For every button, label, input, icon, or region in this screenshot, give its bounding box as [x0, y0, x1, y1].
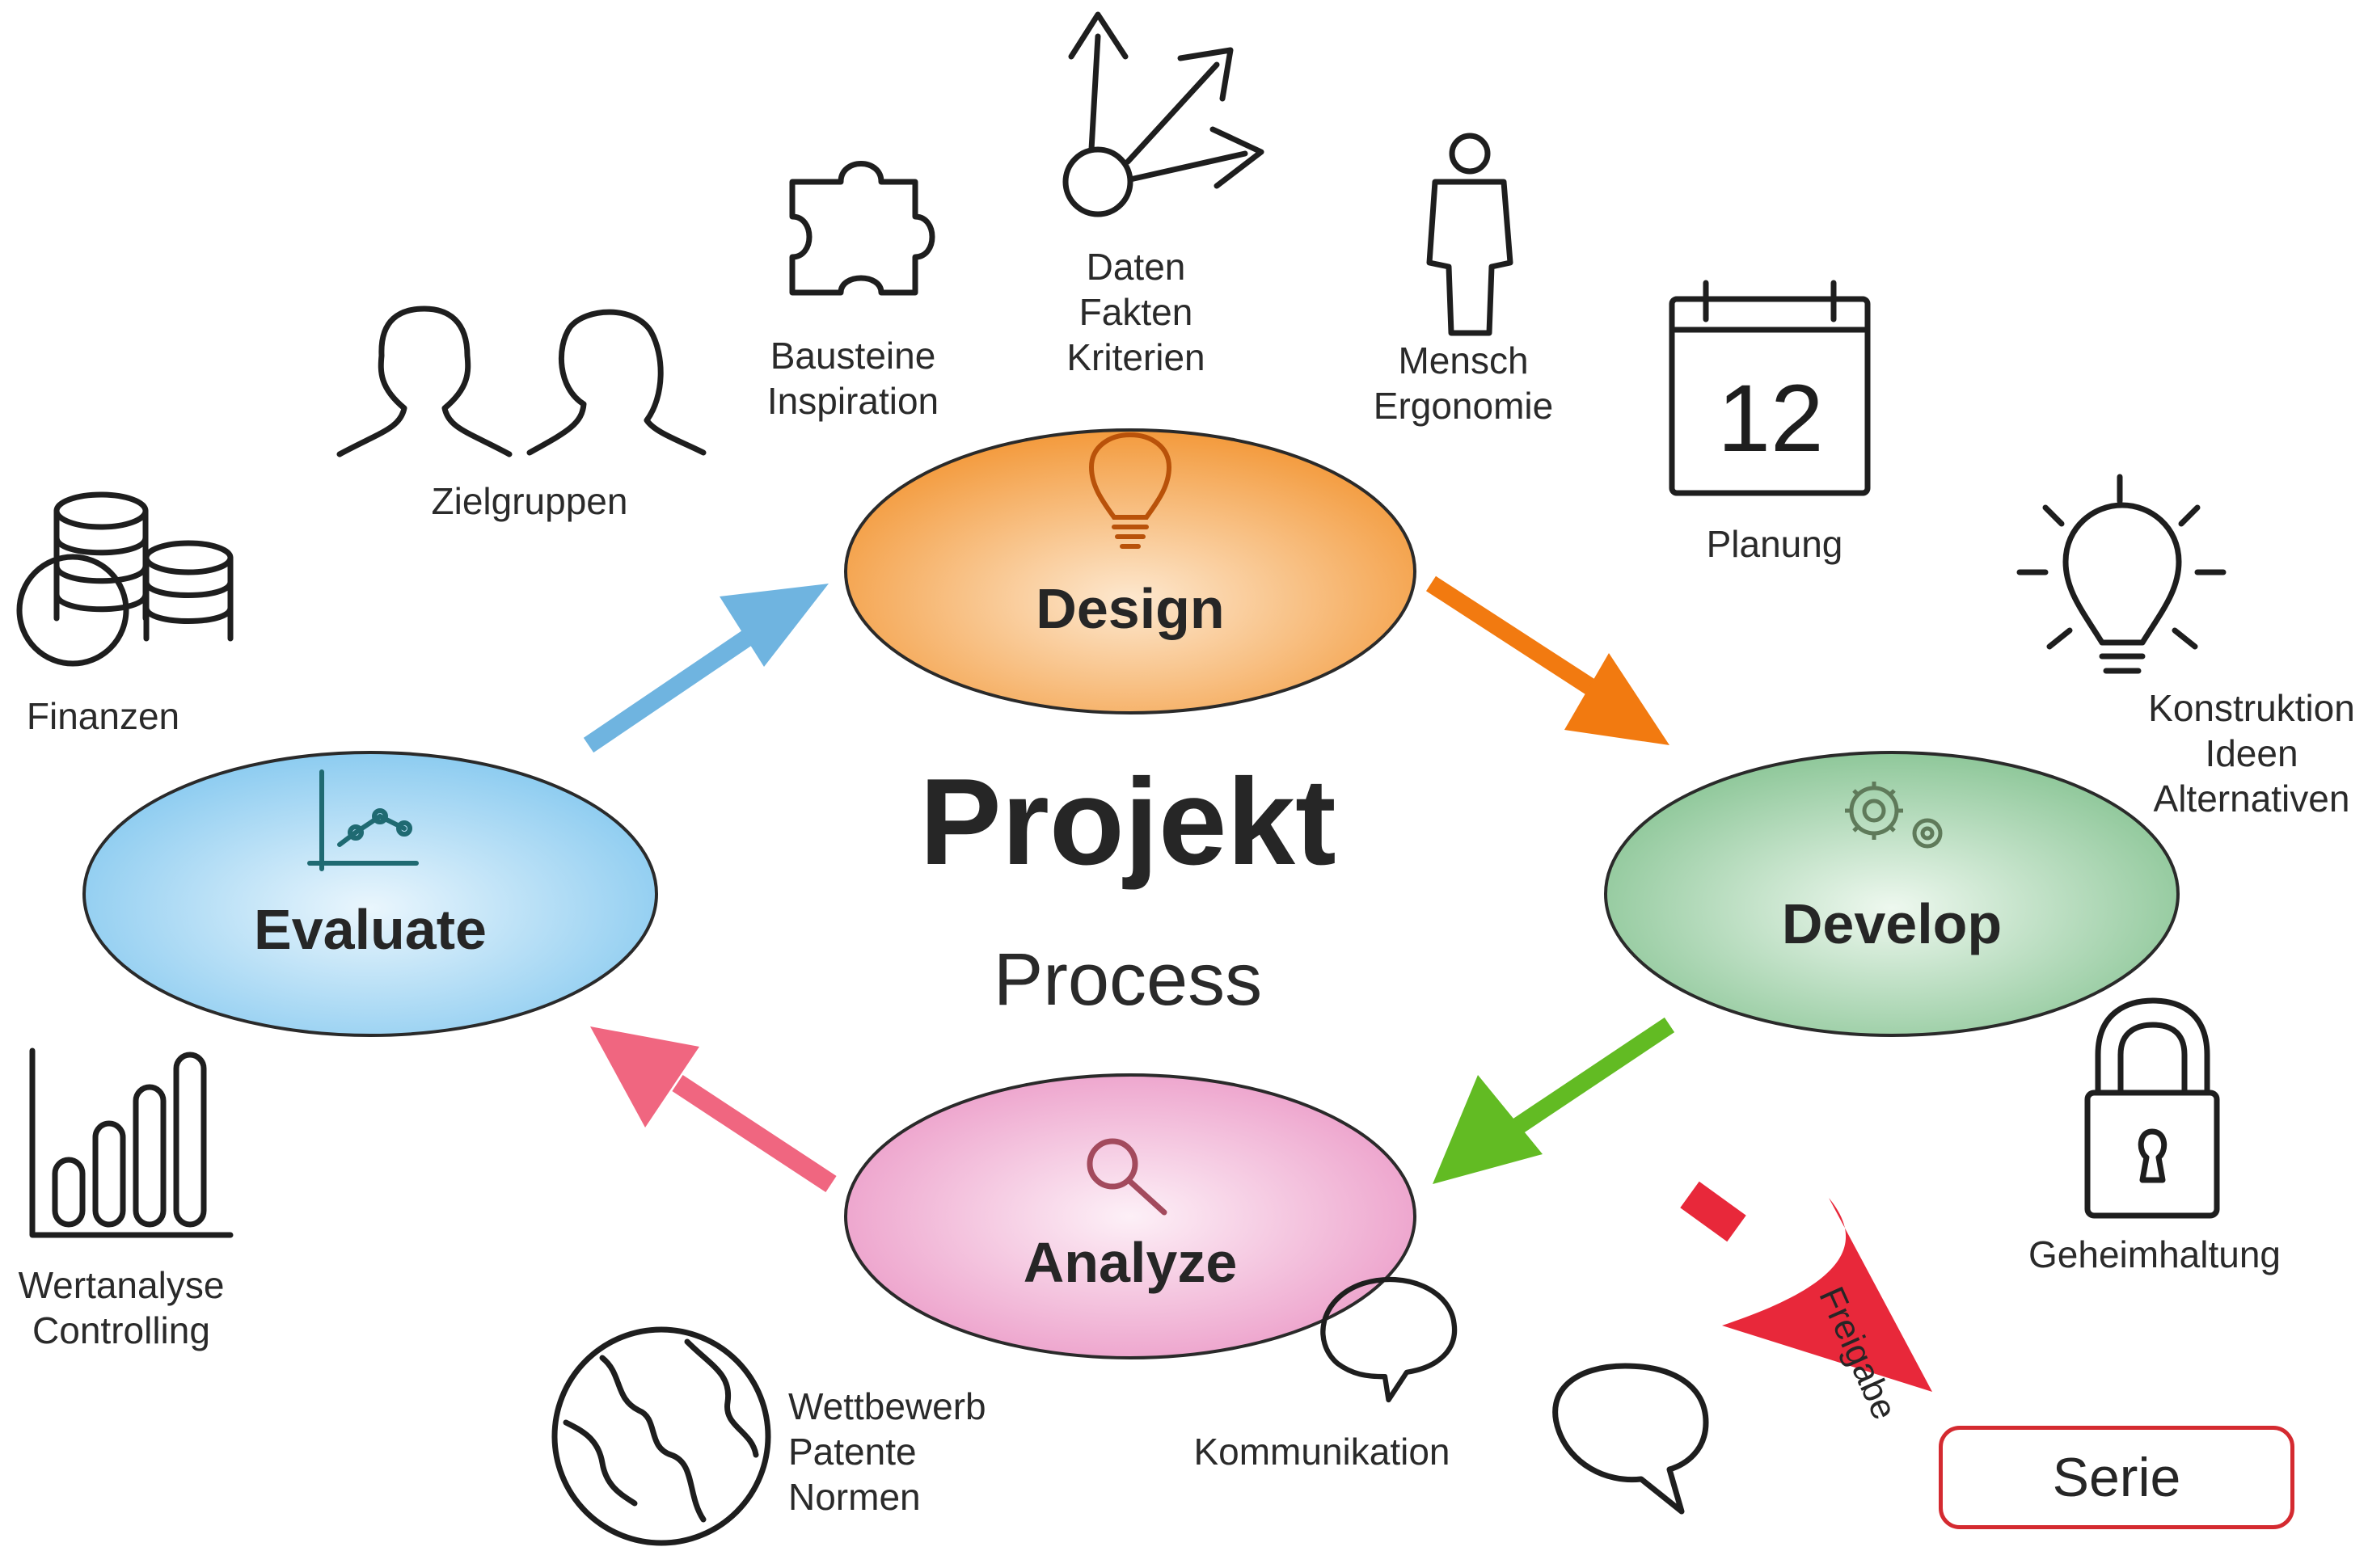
label-daten: Daten Fakten Kriterien [1066, 246, 1205, 378]
stage-develop: Develop [1781, 892, 2003, 955]
magnifier-icon [1087, 1138, 1167, 1216]
label-bausteine: Bausteine Inspiration [766, 335, 939, 422]
stage-evaluate: Evaluate [254, 898, 487, 961]
analyze-ellipse [844, 1073, 1416, 1359]
arrow-evaluate-to-design [583, 584, 829, 753]
male-user-icon [336, 306, 513, 457]
release-arrow [1680, 1181, 1932, 1392]
coins-icon [16, 491, 234, 667]
gears-icon [1845, 782, 1943, 849]
globe-icon [551, 1326, 771, 1546]
stage-analyze: Analyze [1023, 1231, 1238, 1294]
label-kommunikation: Kommunikation [1193, 1431, 1450, 1473]
stage-design: Design [1036, 577, 1225, 640]
diagram-title: Projekt [919, 753, 1336, 891]
branching-arrows-icon [1062, 11, 1264, 217]
evaluate-ellipse [82, 751, 658, 1037]
label-wertanalyse: Wertanalyse Controlling [18, 1264, 225, 1351]
label-konstruktion: Konstruktion Ideen Alternativen [2148, 687, 2355, 820]
arrow-design-to-develop [1426, 575, 1669, 745]
calendar-icon [1669, 280, 1871, 496]
label-mensch: Mensch Ergonomie [1373, 339, 1554, 427]
line-chart-icon [307, 769, 419, 871]
serie-label: Serie [2052, 1447, 2181, 1508]
label-finanzen: Finanzen [26, 695, 180, 737]
design-lightbulb-icon [1088, 432, 1172, 549]
develop-ellipse [1604, 751, 2180, 1037]
idea-lightbulb-icon [2016, 474, 2227, 674]
bar-chart-icon [29, 1047, 234, 1238]
serie-box: Serie [1939, 1426, 2294, 1529]
chat-bubbles-icon [1320, 1276, 1709, 1515]
design-ellipse [844, 428, 1416, 714]
label-geheimhaltung: Geheimhaltung [2028, 1233, 2281, 1275]
padlock-icon [2084, 997, 2220, 1219]
calendar-number: 12 [1717, 365, 1824, 472]
label-wettbewerb: Wettbewerb Patente Normen [788, 1385, 986, 1518]
female-user-icon [526, 309, 707, 456]
person-icon [1426, 133, 1513, 336]
diagram-subtitle: Process [993, 938, 1263, 1021]
arrow-analyze-to-evaluate [590, 1026, 837, 1193]
arrow-develop-to-analyze [1433, 1017, 1675, 1184]
label-planung: Planung [1706, 523, 1843, 565]
label-zielgruppen: Zielgruppen [431, 480, 628, 522]
puzzle-icon [789, 161, 935, 296]
